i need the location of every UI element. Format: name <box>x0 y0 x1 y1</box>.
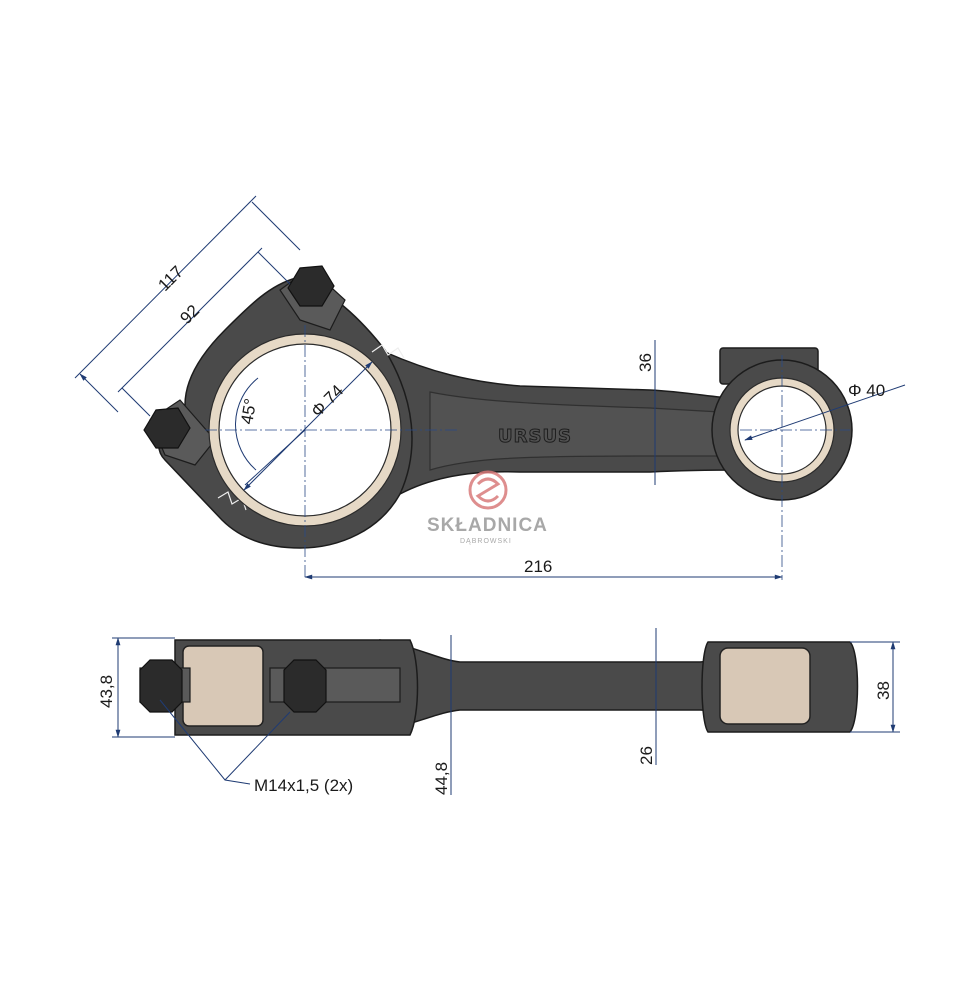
side-view <box>139 639 859 736</box>
side-shank <box>379 639 736 733</box>
dim-92-ext-a <box>121 387 151 417</box>
watermark-subtitle: DĄBROWSKI <box>460 538 512 545</box>
dim-43-8-label: 43,8 <box>97 675 116 708</box>
dim-117-label: 117 <box>154 262 187 295</box>
side-nut-1 <box>139 659 183 713</box>
watermark-title: SKŁADNICA <box>427 515 548 536</box>
dim-117-ext-b <box>251 201 301 251</box>
dim-216-label: 216 <box>524 557 552 576</box>
dim-74-line <box>243 361 373 491</box>
side-nut-2 <box>283 659 327 713</box>
dim-92-ext-b <box>257 251 291 285</box>
dim-40-line <box>744 384 906 441</box>
cap-nut-upper <box>287 265 335 307</box>
serration-upper <box>371 344 405 359</box>
side-big-end-shell <box>182 645 264 727</box>
thread-leader-2 <box>224 711 291 781</box>
dim-26-label: 26 <box>637 746 656 765</box>
side-small-end-bushing <box>719 647 811 725</box>
dim-38-label: 38 <box>874 681 893 700</box>
watermark: SKŁADNICA DĄBROWSKI <box>427 470 548 545</box>
dim-40-label: Φ 40 <box>848 381 885 400</box>
dim-92-line <box>117 247 263 393</box>
dim-117-ext-a <box>79 373 119 413</box>
ursus-emboss: URSUS <box>498 426 572 447</box>
side-view-dimensions: 43,8 44,8 26 38 M14x1,5 (2x) <box>97 628 900 795</box>
cap-nut-lower <box>143 407 191 449</box>
dim-92-label: 92 <box>176 301 203 328</box>
dim-44-8-label: 44,8 <box>432 762 451 795</box>
thread-label: M14x1,5 (2x) <box>254 776 353 795</box>
dim-117-line <box>74 195 257 379</box>
watermark-logo-icon <box>468 470 508 510</box>
dim-36-label: 36 <box>636 353 655 372</box>
